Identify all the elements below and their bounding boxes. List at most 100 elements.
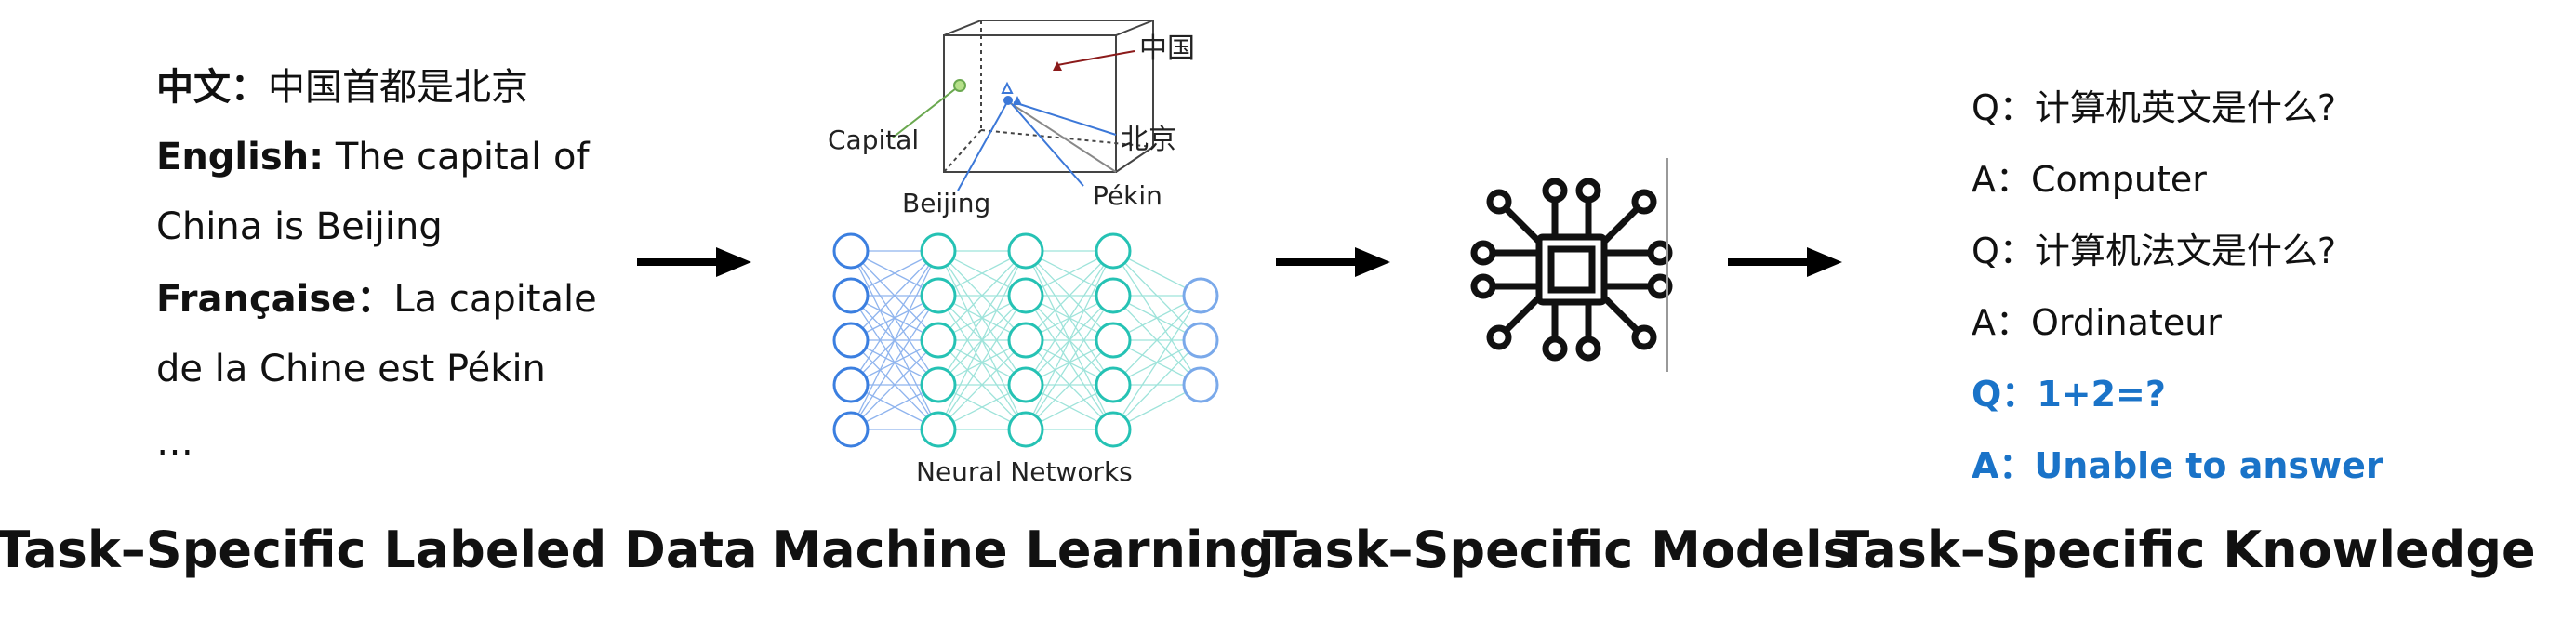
qa-line: A：Computer <box>1972 158 2207 201</box>
qa-text: 计算机法文是什么? <box>2034 231 2337 271</box>
nn-caption: Neural Networks <box>916 456 1133 487</box>
nn-node <box>1007 232 1044 270</box>
beijing-en-label: Beijing <box>902 188 990 218</box>
beijing-zh-point <box>1001 81 1014 94</box>
capital-label: Capital <box>828 125 919 155</box>
nn-edge <box>1025 250 1114 341</box>
nn-node <box>920 232 957 270</box>
data-line-english-cont: China is Beijing <box>156 204 443 249</box>
nn-edge <box>850 339 939 430</box>
qa-line: A：Ordinateur <box>1972 301 2222 344</box>
lang-label: 中文： <box>156 66 268 109</box>
nn-nodes <box>832 232 1219 448</box>
pekin-label: Pékin <box>1093 180 1162 211</box>
stage-title-machine-learning: Machine Learning <box>771 521 1275 579</box>
nn-edge <box>850 250 939 430</box>
nn-node <box>832 322 870 359</box>
arrow-2 <box>1276 247 1390 277</box>
beijing-point <box>1003 96 1013 105</box>
sentence-text: The capital of <box>324 136 590 178</box>
stage-title-models: Task–Specific Models <box>1263 521 1852 579</box>
nn-edge <box>1025 250 1114 386</box>
nn-edge <box>1112 295 1202 386</box>
data-line-ellipsis: … <box>156 420 193 465</box>
q-marker: Q： <box>1972 374 2038 415</box>
data-line-french: Française：La capitale <box>156 277 597 322</box>
china-point <box>1053 61 1062 71</box>
nn-edge <box>1112 295 1202 430</box>
a-marker: A： <box>1972 445 2035 486</box>
data-line-chinese: 中文：中国首都是北京 <box>156 65 528 110</box>
qa-line-highlight: A：Unable to answer <box>1972 444 2383 487</box>
sentence-text: 中国首都是北京 <box>268 66 528 109</box>
a-marker: A： <box>1972 302 2031 343</box>
data-line-english: English: The capital of <box>156 135 590 179</box>
sentence-text: de la Chine est Pékin <box>156 348 546 390</box>
nn-edge <box>937 250 1027 341</box>
nn-edge <box>937 250 1027 430</box>
sentence-text: La capitale <box>393 278 597 321</box>
model-divider <box>1666 158 1668 372</box>
embedding-points <box>892 50 1135 191</box>
nn-node <box>1007 366 1044 403</box>
nn-edge <box>850 250 939 341</box>
stage-title-labeled-data: Task–Specific Labeled Data <box>0 521 758 579</box>
arrow-3 <box>1728 247 1842 277</box>
nn-edge <box>937 295 1027 430</box>
data-line-french-cont: de la Chine est Pékin <box>156 347 546 391</box>
nn-edge <box>850 295 939 430</box>
nn-node <box>832 277 870 314</box>
arrow-1 <box>637 247 751 277</box>
nn-edge <box>1112 339 1202 430</box>
nn-node <box>832 366 870 403</box>
nn-edge <box>1025 250 1114 430</box>
nn-node <box>1095 366 1132 403</box>
nn-node <box>1007 411 1044 448</box>
qa-text: Computer <box>2031 159 2207 200</box>
qa-text: 1+2=? <box>2037 374 2166 415</box>
nn-node <box>832 232 870 270</box>
nn-node <box>920 277 957 314</box>
lang-label: English: <box>156 136 325 178</box>
nn-node <box>920 411 957 448</box>
nn-edge <box>850 250 939 386</box>
ellipsis-text: … <box>156 421 193 464</box>
lang-label: Française： <box>156 278 394 321</box>
qa-line: Q：计算机法文是什么? <box>1972 230 2336 272</box>
capital-point <box>953 79 966 92</box>
nn-edge <box>937 250 1027 386</box>
qa-line: Q：计算机英文是什么? <box>1972 86 2336 129</box>
nn-edge <box>937 339 1027 430</box>
nn-edge <box>1025 339 1114 430</box>
nn-node <box>920 366 957 403</box>
nn-node <box>832 411 870 448</box>
qa-text: 计算机英文是什么? <box>2034 87 2337 128</box>
qa-line-highlight: Q：1+2=? <box>1972 373 2166 415</box>
qa-text: Ordinateur <box>2031 302 2222 343</box>
nn-node <box>1095 411 1132 448</box>
nn-node <box>1007 277 1044 314</box>
nn-node <box>1182 277 1219 314</box>
nn-edge <box>1025 295 1114 430</box>
stage-title-knowledge: Task–Specific Knowledge <box>1835 521 2536 579</box>
a-marker: A： <box>1972 159 2031 200</box>
china-label: 中国 <box>1139 33 1195 65</box>
nn-node <box>1182 322 1219 359</box>
embedding-cube <box>943 20 1154 173</box>
machine-learning-graphic: 中国 Capital 北京 Beijing Pékin Neural Netwo… <box>828 20 1219 487</box>
chip-icon <box>1470 178 1673 362</box>
nn-node <box>1095 322 1132 359</box>
nn-node <box>1095 232 1132 270</box>
nn-node <box>1007 322 1044 359</box>
q-marker: Q： <box>1972 231 2035 271</box>
qa-text: Unable to answer <box>2034 445 2383 486</box>
sentence-text: China is Beijing <box>156 205 443 248</box>
nn-node <box>1182 366 1219 403</box>
pekin-point <box>1013 96 1022 105</box>
nn-node <box>920 322 957 359</box>
q-marker: Q： <box>1972 87 2035 128</box>
beijing-zh-label: 北京 <box>1121 124 1176 156</box>
nn-node <box>1095 277 1132 314</box>
